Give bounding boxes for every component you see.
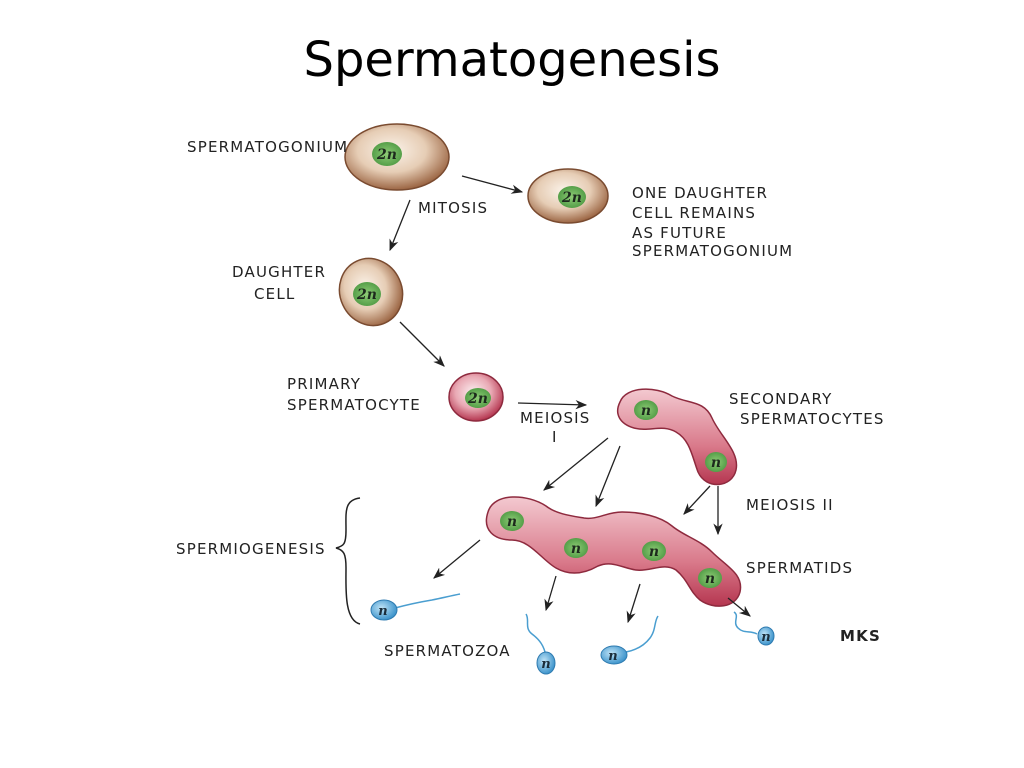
arrow-meiosis-ii-3 [683,485,711,515]
arrow-spermiogenesis-4 [727,597,751,617]
label-meiosis-i-line-2: I [552,428,558,446]
future-spermatogonium-cell: 2n [527,168,609,224]
label-secondary-line-2: spermatocytes [740,410,885,428]
label-one-daughter-line-3: as future [632,224,727,242]
label-primary-spermatocyte-line-2: spermatocyte [287,396,421,414]
label-secondary-spermatocytes: Secondary spermatocytes [729,390,885,428]
label-one-daughter: One daughter cell remains as future sper… [632,184,793,260]
nucleus-label: 2n [467,391,488,407]
nucleus-label: 2n [356,287,377,303]
nucleus-label: n [761,630,770,645]
label-mitosis: Mitosis [418,199,488,217]
daughter-cell: 2n [338,257,404,327]
spermatids-chain: n n n n [485,496,742,607]
label-one-daughter-line-4: spermatogonium [632,242,793,260]
spermatozoon-4: n [733,611,775,646]
nucleus-label: n [571,541,581,557]
arrow-mitosis-right [461,175,524,194]
spermatozoon-1: n [370,593,461,621]
arrow-meiosis-ii-1 [543,437,609,491]
nucleus-label: n [507,514,517,530]
label-secondary-line-1: Secondary [729,390,832,408]
label-daughter-cell-line-1: Daughter [232,263,326,281]
arrow-spermiogenesis-3 [626,583,641,624]
label-one-daughter-line-1: One daughter [632,184,768,202]
label-meiosis-i-line-1: Meiosis [520,409,591,427]
nucleus-label: n [378,604,387,619]
label-primary-spermatocyte: Primary spermatocyte [287,375,421,414]
spermiogenesis-brace [335,497,361,625]
label-meiosis-i: Meiosis I [520,409,591,446]
primary-spermatocyte-cell: 2n [448,372,504,422]
nucleus-label: n [608,649,617,664]
nucleus-label: 2n [376,147,397,163]
label-spermatids: Spermatids [746,559,853,577]
arrow-spermiogenesis-1 [433,539,481,579]
label-spermatogonium: Spermatogonium [187,138,348,156]
label-spermiogenesis: Spermiogenesis [176,540,326,558]
label-meiosis-ii: Meiosis II [746,496,834,514]
spermatozoon-3: n [600,615,659,665]
arrow-meiosis-i [517,400,588,410]
artist-signature: MKS [840,627,881,645]
nucleus-label: 2n [561,190,582,206]
label-spermatozoa: Spermatozoa [384,642,511,660]
arrow-spermiogenesis-2 [544,575,557,612]
label-one-daughter-line-2: cell remains [632,204,756,222]
secondary-spermatocytes: n n [616,388,738,486]
arrow-mitosis-down [389,199,411,252]
nucleus-label: n [649,544,659,560]
label-daughter-cell: Daughter cell [232,263,326,303]
nucleus-label: n [541,657,550,672]
label-primary-spermatocyte-line-1: Primary [287,375,361,393]
label-daughter-cell-line-2: cell [254,285,295,303]
nucleus-label: n [705,571,715,587]
arrow-meiosis-ii-2 [595,445,621,508]
page-title: Spermatogenesis [303,32,721,88]
nucleus-label: n [711,455,721,471]
spermatozoon-2: n [525,613,556,675]
spermatogonium-cell: 2n [344,123,450,191]
arrow-to-primary [399,321,445,367]
nucleus-label: n [641,403,651,419]
